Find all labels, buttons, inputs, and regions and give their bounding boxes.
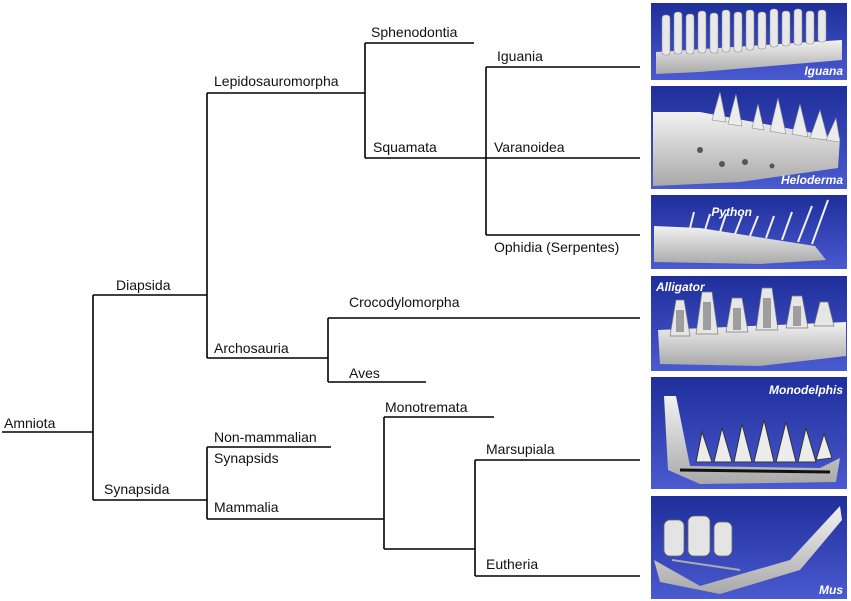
monodelphis-jaw-image [664, 396, 840, 484]
label-diapsida: Diapsida [116, 277, 171, 293]
panel-iguana: Iguana [651, 3, 847, 80]
iguana-jaw-image [656, 8, 842, 74]
panel-heloderma-label: Heloderma [781, 173, 843, 187]
label-varanoidea: Varanoidea [494, 139, 565, 155]
label-monotremata: Monotremata [385, 399, 468, 415]
panel-mus: Mus [651, 496, 847, 599]
panel-monodelphis-label: Monodelphis [769, 383, 843, 397]
node-labels: Amniota Diapsida Synapsida Lepidosauromo… [4, 24, 619, 572]
panel-monodelphis: Monodelphis [651, 377, 847, 489]
tree-branches [2, 42, 640, 577]
label-aves: Aves [349, 365, 380, 381]
label-squamata: Squamata [373, 139, 437, 155]
label-lepidosauromorpha: Lepidosauromorpha [214, 73, 339, 89]
label-nonmammalian: Non-mammalian [214, 429, 317, 445]
label-crocodylomorpha: Crocodylomorpha [349, 294, 460, 310]
label-synapsids: Synapsids [214, 450, 279, 466]
panel-alligator: Alligator [651, 276, 847, 371]
heloderma-jaw-image [653, 91, 841, 186]
alligator-jaw-image [658, 287, 846, 366]
panel-python: Python [651, 195, 847, 269]
panel-iguana-label: Iguana [804, 64, 843, 78]
panel-python-label: Python [711, 205, 752, 219]
label-mammalia: Mammalia [214, 499, 279, 515]
python-jaw-image [654, 199, 829, 264]
panel-heloderma: Heloderma [651, 86, 847, 189]
label-marsupiala: Marsupiala [486, 441, 555, 457]
label-iguania: Iguania [497, 48, 543, 64]
label-ophidia: Ophidia (Serpentes) [494, 239, 619, 255]
label-amniota: Amniota [4, 415, 56, 431]
specimen-panels: Iguana [651, 3, 847, 599]
panel-mus-label: Mus [819, 583, 843, 597]
label-synapsida: Synapsida [104, 481, 170, 497]
label-eutheria: Eutheria [486, 556, 538, 572]
panel-alligator-label: Alligator [655, 280, 706, 294]
mus-jaw-image [654, 506, 842, 594]
label-sphenodontia: Sphenodontia [371, 24, 458, 40]
label-archosauria: Archosauria [214, 340, 289, 356]
